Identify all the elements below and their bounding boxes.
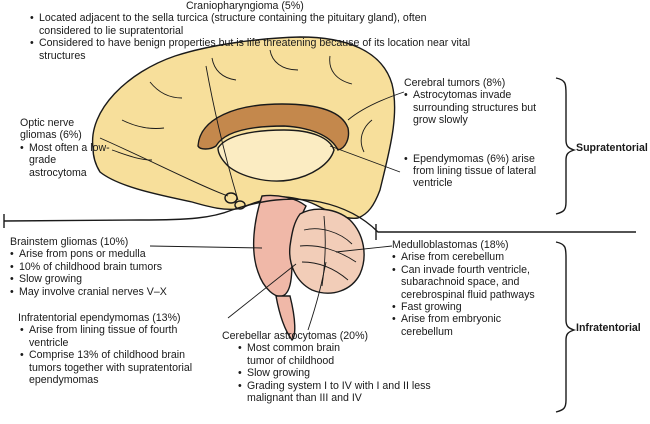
- cerebral-tumors-title: Cerebral tumors (8%): [404, 77, 506, 89]
- leader-cerebral-tumors: [347, 91, 405, 121]
- corpus-callosum: [197, 103, 350, 151]
- ventricle-region: [217, 129, 335, 182]
- cerebellar-astrocytomas-bullet-3: Grading system I to IV with I and II les…: [238, 380, 475, 405]
- gyri-lines: [111, 49, 373, 161]
- medulloblastomas-bullet-1: Arise from cerebellum: [392, 251, 552, 264]
- brainstem-bullet-4: May involve cranial nerves V–X: [10, 286, 190, 299]
- brainstem-bullet-2: 10% of childhood brain tumors: [10, 261, 190, 274]
- optic-nerve-block: Optic nerve gliomas (6%) Most often a lo…: [10, 117, 110, 179]
- leader-optic-nerve: [99, 137, 229, 197]
- craniopharyngioma-bullet-2: Considered to have benign properties but…: [30, 37, 480, 62]
- brainstem-bullet-3: Slow growing: [10, 273, 190, 286]
- cerebellar-astrocytomas-title: Cerebellar astrocytomas (20%): [222, 330, 369, 342]
- optic-chiasm: [224, 192, 238, 204]
- cerebral-tumors-block: Cerebral tumors (8%) Astrocytomas invade…: [404, 77, 538, 190]
- craniopharyngioma-title: Craniopharyngioma (5%): [186, 0, 304, 12]
- medulloblastomas-title: Medulloblastomas (18%): [392, 239, 509, 251]
- infratentorial-ependymomas-bullet-1: Arise from lining tissue of fourth ventr…: [20, 324, 215, 349]
- cerebellar-astrocytomas-bullet-1: Most common brain tumor of childhood: [238, 342, 357, 367]
- craniopharyngioma-block: Craniopharyngioma (5%) Located adjacent …: [30, 0, 480, 62]
- leader-infratentorial-ependymoma: [227, 263, 297, 319]
- craniopharyngioma-bullet-1: Located adjacent to the sella turcica (s…: [30, 12, 480, 37]
- cerebellar-astrocytomas-bullet-2: Slow growing: [238, 367, 462, 380]
- cerebellar-astrocytomas-block: Cerebellar astrocytomas (20%) Most commo…: [222, 330, 462, 404]
- medulloblastomas-bullet-3: Fast growing: [392, 301, 552, 314]
- brainstem-block: Brainstem gliomas (10%) Arise from pons …: [10, 236, 190, 298]
- infratentorial-ependymomas-block: Infratentorial ependymomas (13%) Arise f…: [10, 312, 215, 386]
- medulloblastomas-bullet-2: Can invade fourth ventricle, subarachnoi…: [392, 264, 552, 301]
- brainstem-title: Brainstem gliomas (10%): [10, 236, 129, 248]
- medulloblastomas-block: Medulloblastomas (18%) Arise from cerebe…: [392, 239, 552, 338]
- cerebellum: [289, 208, 365, 294]
- infratentorial-ependymomas-title: Infratentorial ependymomas (13%): [18, 312, 181, 324]
- infratentorial-label: Infratentorial: [576, 322, 641, 334]
- tentorium-line: [3, 198, 636, 233]
- leader-medulloblastoma: [335, 245, 393, 253]
- leader-brainstem: [149, 245, 263, 249]
- supratentorial-bracket: [555, 77, 577, 215]
- spinal-cord: [275, 295, 296, 342]
- supratentorial-label: Supratentorial: [576, 142, 648, 154]
- leader-craniopharyngioma: [205, 65, 239, 201]
- brainstem-bullet-1: Arise from pons or medulla: [10, 248, 190, 261]
- cerebral-tumors-bullet-1: Astrocytomas invade surrounding structur…: [404, 89, 538, 126]
- cerebral-tumors-bullet-2: Ependymomas (6%) arise from lining tissu…: [404, 153, 538, 190]
- optic-nerve-title: Optic nerve gliomas (6%): [20, 117, 82, 142]
- infratentorial-ependymomas-bullet-2: Comprise 13% of childhood brain tumors t…: [20, 349, 215, 386]
- medulloblastomas-bullet-4: Arise from embryonic cerebellum: [392, 313, 552, 338]
- leader-cerebellar-astrocytoma: [307, 261, 327, 331]
- leader-ependymomas: [329, 145, 401, 173]
- infratentorial-bracket: [555, 241, 577, 413]
- optic-nerve-bullet-1: Most often a low-grade astrocytoma: [20, 142, 110, 179]
- cerebellum-folia: [299, 215, 357, 287]
- brainstem: [253, 194, 307, 297]
